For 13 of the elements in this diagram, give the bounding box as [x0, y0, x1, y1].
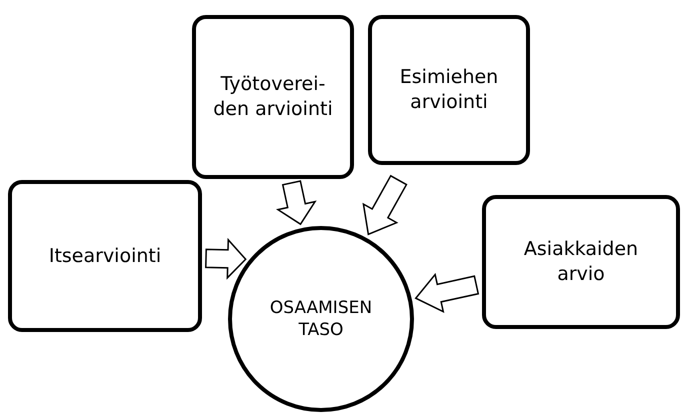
- rounded-box: [192, 15, 354, 179]
- rounded-box: [368, 15, 530, 165]
- node-label: Esimiehen arviointi: [398, 65, 500, 115]
- node-label: Työtoverei-den arviointi: [212, 72, 334, 122]
- rounded-box: [482, 195, 680, 329]
- block-arrow: [276, 180, 317, 226]
- block-arrow: [414, 272, 480, 313]
- node-label: Itsearviointi: [48, 244, 162, 268]
- block-arrow: [205, 238, 247, 280]
- rounded-box: [8, 180, 202, 332]
- node-label: OSAAMISEN TASO: [268, 296, 374, 342]
- block-arrow: [362, 174, 408, 236]
- node-label: Asiakkaiden arvio: [522, 237, 640, 287]
